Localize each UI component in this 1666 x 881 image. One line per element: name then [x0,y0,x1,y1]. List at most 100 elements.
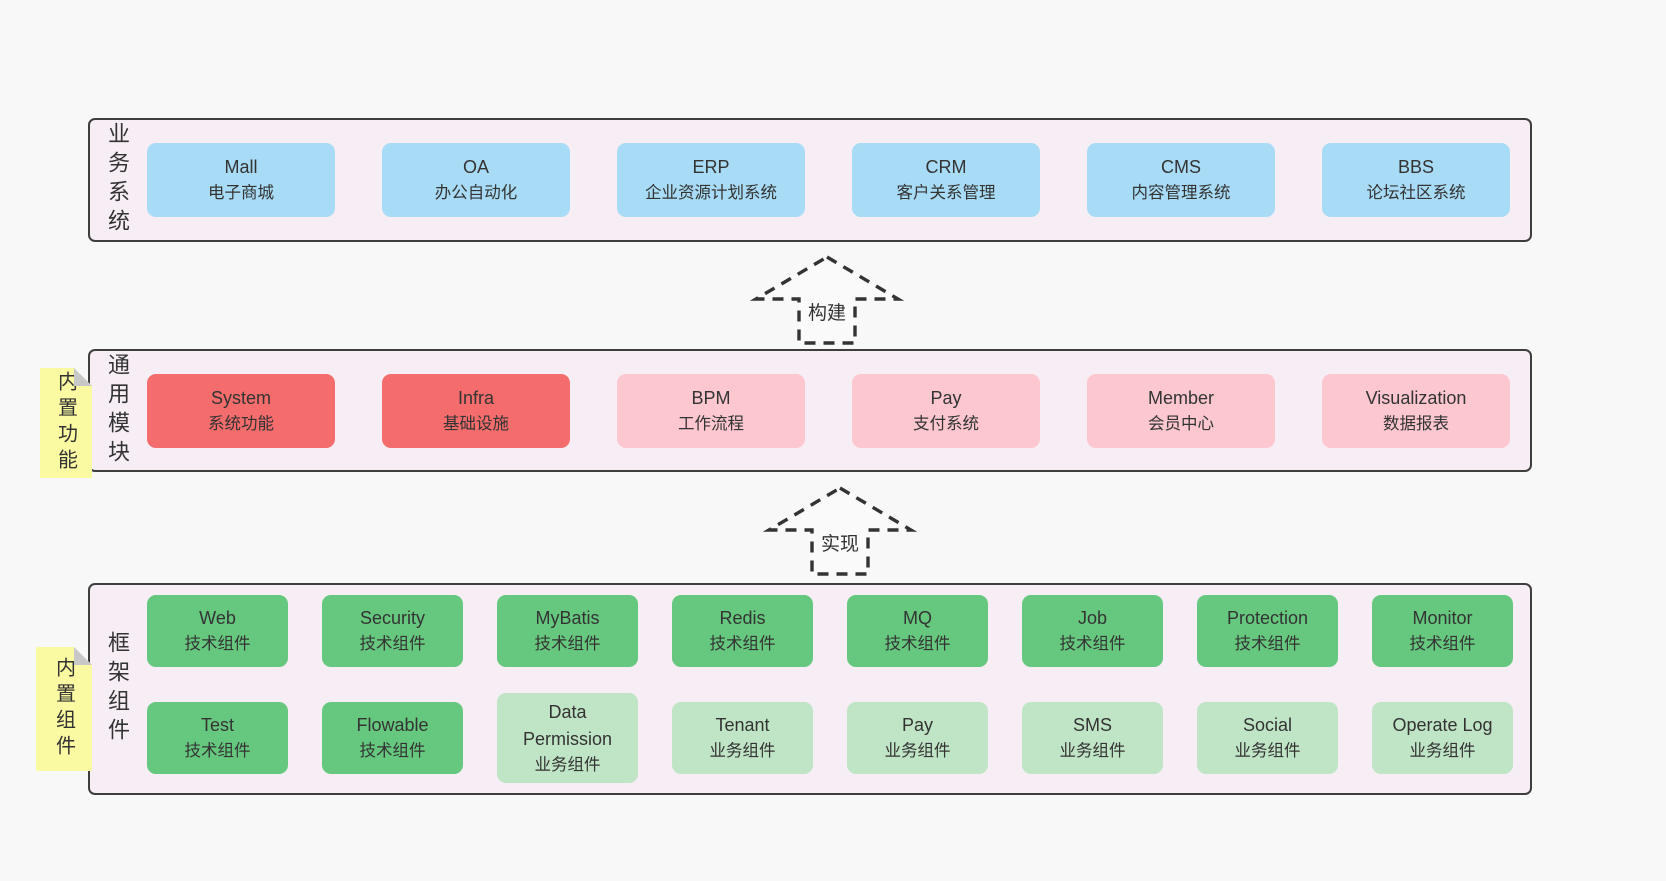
box-en-label: Flowable [356,715,429,736]
module-box: Job 技术组件 [1022,594,1163,667]
up-arrow-icon [749,255,905,345]
box-en-label: CMS [1161,157,1201,178]
box-en-label: Web [199,607,236,628]
dashed-up-arrow: 实现 [762,485,918,577]
box-zh-label: 技术组件 [184,634,251,653]
box-en-label: Social [1242,715,1293,736]
module-box: Monitor 技术组件 [1372,594,1513,667]
sticky-tab-framework-components: 内置组件 [36,647,92,771]
box-zh-label: 会员中心 [1148,414,1214,433]
box-zh-label: 内容管理系统 [1131,184,1231,203]
box-zh-label: 技术组件 [534,634,601,653]
arrow-label: 构建 [807,303,847,324]
box-zh-label: 基础设施 [443,414,509,433]
box-zh-label: 业务组件 [709,742,776,761]
sticky-tab-label: 内置功能 [54,371,77,475]
module-box: Operate Log 业务组件 [1372,702,1513,774]
box-en-label: Data Permission [522,701,613,749]
box-en-label: BPM [691,387,731,408]
box-zh-label: 技术组件 [1409,634,1476,653]
module-box: Web 技术组件 [147,594,288,667]
box-zh-label: 技术组件 [184,742,251,761]
box-zh-label: 业务组件 [884,742,951,761]
box-zh-label: 业务组件 [1409,742,1476,761]
box-en-label: Protection [1226,607,1309,628]
box-zh-label: 业务组件 [534,755,601,774]
dashed-up-arrow: 构建 [749,254,905,346]
box-zh-label: 技术组件 [709,634,776,653]
box-en-label: Redis [719,607,766,628]
module-box: MyBatis 技术组件 [497,594,638,667]
box-en-label: Test [200,715,234,736]
box-en-label: System [210,387,271,408]
box-en-label: CRM [925,157,967,178]
box-en-label: Monitor [1412,607,1473,628]
box-en-label: MyBatis [535,607,600,628]
band-label-common-modules: 通用模块 [105,352,130,469]
box-zh-label: 技术组件 [884,634,951,653]
box-zh-label: 论坛社区系统 [1366,184,1466,203]
box-zh-label: 电子商城 [208,184,274,203]
box-en-label: OA [462,157,489,178]
up-arrow-icon [762,486,918,576]
box-en-label: Mall [224,157,258,178]
box-zh-label: 业务组件 [1059,742,1126,761]
module-box: CMS 内容管理系统 [1087,143,1275,217]
box-zh-label: 业务组件 [1234,742,1301,761]
band-rows: Mall 电子商城 OA 办公自动化 ERP 企业资源计划系统 CRM 客户关系管理 CMS 内容… [90,120,1530,240]
box-en-label: Pay [930,387,962,408]
box-zh-label: 技术组件 [1234,634,1301,653]
sticky-tab-common-modules: 内置功能 [40,368,92,478]
box-en-label: Operate Log [1392,715,1493,736]
module-box: Tenant 业务组件 [672,702,813,774]
box-zh-label: 技术组件 [359,742,426,761]
box-en-label: Infra [457,387,495,408]
box-zh-label: 系统功能 [208,414,274,433]
box-en-label: Visualization [1365,387,1467,408]
module-box: BPM 工作流程 [617,373,805,448]
arrow-label: 实现 [820,534,860,555]
module-box: Pay 支付系统 [852,373,1040,448]
box-en-label: Job [1077,607,1108,628]
box-zh-label: 数据报表 [1383,414,1449,433]
box-en-label: Tenant [715,715,770,736]
sticky-tab-label: 内置组件 [52,657,75,761]
module-box: Data Permission 业务组件 [497,692,638,784]
module-box: Mall 电子商城 [147,143,335,217]
box-zh-label: 技术组件 [359,634,426,653]
module-box: CRM 客户关系管理 [852,143,1040,217]
module-box: System 系统功能 [147,373,335,448]
box-en-label: MQ [903,607,932,628]
band-label-framework-components: 框架组件 [105,631,130,747]
module-box: BBS 论坛社区系统 [1322,143,1510,217]
box-zh-label: 办公自动化 [434,184,518,203]
module-box: OA 办公自动化 [382,143,570,217]
module-box: Infra 基础设施 [382,373,570,448]
box-zh-label: 支付系统 [913,414,979,433]
band-row: Mall 电子商城 OA 办公自动化 ERP 企业资源计划系统 CRM 客户关系管理 CMS 内容… [90,143,1530,217]
box-en-label: Member [1147,387,1214,408]
box-en-label: BBS [1397,157,1435,178]
module-box: Visualization 数据报表 [1322,373,1510,448]
band-rows: System 系统功能 Infra 基础设施 BPM 工作流程 Pay 支付系统 Member 会… [90,351,1530,470]
module-box: ERP 企业资源计划系统 [617,143,805,217]
module-box: MQ 技术组件 [847,594,988,667]
box-zh-label: 技术组件 [1059,634,1126,653]
module-box: SMS 业务组件 [1022,702,1163,774]
band-label-business-systems: 业务系统 [105,122,130,238]
box-zh-label: 企业资源计划系统 [645,184,777,203]
box-zh-label: 工作流程 [678,414,744,433]
box-en-label: ERP [692,157,730,178]
module-box: Flowable 技术组件 [322,702,463,774]
box-zh-label: 客户关系管理 [896,184,996,203]
box-en-label: SMS [1072,715,1112,736]
